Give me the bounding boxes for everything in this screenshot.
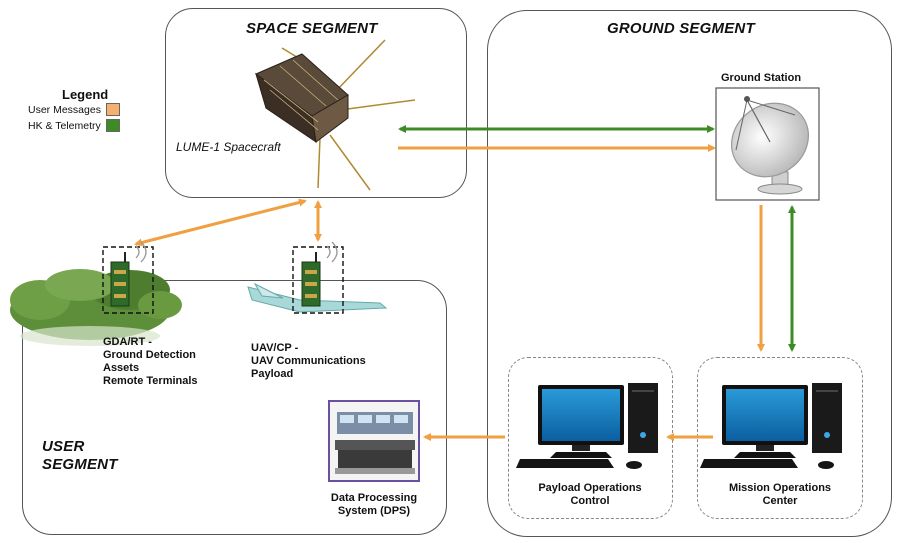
ground-segment-title: GROUND SEGMENT bbox=[607, 20, 755, 37]
moc-label: Mission Operations Center bbox=[706, 482, 854, 508]
user-segment-title-line1: USER bbox=[42, 438, 85, 455]
poc-label: Payload Operations Control bbox=[520, 482, 660, 508]
gda-label: GDA/RT - Ground Detection Assets Remote … bbox=[103, 336, 198, 388]
moc-workstation-icon bbox=[700, 383, 842, 469]
legend-swatch-green bbox=[105, 119, 120, 132]
dps-image bbox=[328, 400, 420, 482]
ground-station-icon bbox=[715, 87, 820, 201]
space-segment-title: SPACE SEGMENT bbox=[246, 20, 378, 37]
spacecraft-label: LUME-1 Spacecraft bbox=[176, 140, 281, 154]
ground-station-label: Ground Station bbox=[721, 72, 802, 84]
gda-label-line: GDA/RT - bbox=[103, 336, 152, 348]
poc-label-line: Payload Operations bbox=[538, 482, 642, 494]
ground-segment-box bbox=[487, 10, 892, 537]
gda-terminal-icon bbox=[102, 241, 154, 314]
arrow-spacecraft-gda bbox=[134, 198, 307, 247]
dps-label-line: Data Processing bbox=[330, 492, 418, 504]
dps-label-line: System (DPS) bbox=[337, 505, 411, 517]
uav-label: UAV/CP - UAV Communications Payload bbox=[251, 342, 366, 381]
uav-label-line: UAV Communications bbox=[251, 355, 366, 367]
space-segment-box bbox=[165, 8, 467, 198]
gda-label-line: Remote Terminals bbox=[103, 375, 198, 387]
legend-item-hk-telemetry: HK & Telemetry bbox=[28, 119, 120, 132]
legend-label: User Messages bbox=[28, 103, 101, 116]
moc-label-line: Center bbox=[762, 495, 798, 507]
uav-icon bbox=[247, 241, 388, 314]
poc-label-line: Control bbox=[570, 495, 610, 507]
gda-label-line: Assets bbox=[103, 362, 140, 374]
vegetation-image bbox=[10, 269, 182, 346]
user-segment-title-line2: SEGMENT bbox=[42, 456, 118, 473]
legend-title: Legend bbox=[62, 87, 109, 102]
uav-label-line: Payload bbox=[251, 368, 294, 380]
legend-label: HK & Telemetry bbox=[28, 119, 101, 132]
legend-item-user-messages: User Messages bbox=[28, 103, 120, 116]
user-segment-box bbox=[22, 280, 447, 535]
uav-label-line: UAV/CP - bbox=[251, 342, 299, 354]
gda-label-line: Ground Detection bbox=[103, 349, 196, 361]
poc-workstation-icon bbox=[516, 383, 658, 469]
dps-label: Data Processing System (DPS) bbox=[318, 492, 430, 518]
spacecraft-icon bbox=[255, 39, 416, 191]
moc-label-line: Mission Operations bbox=[728, 482, 832, 494]
legend-swatch-orange bbox=[105, 103, 120, 116]
